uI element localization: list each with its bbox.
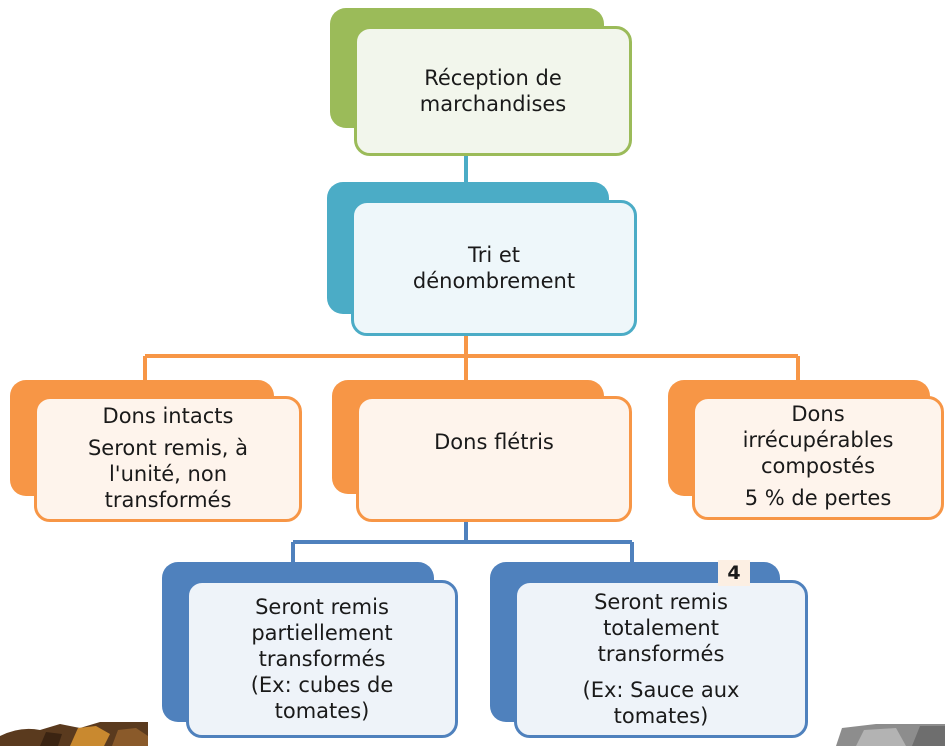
total-line-3: transformés bbox=[597, 642, 725, 666]
photo-fragment-left bbox=[0, 722, 148, 746]
total-line-2: totalement bbox=[603, 616, 719, 640]
total-line-1: Seront remis bbox=[594, 590, 728, 614]
fletris-title: Dons flétris bbox=[434, 430, 554, 454]
total-example-2: tomates) bbox=[613, 704, 709, 728]
irrecuperables-note: 5 % de pertes bbox=[744, 486, 892, 510]
tri-line-2: dénombrement bbox=[412, 269, 576, 293]
irrecuperables-line-3: compostés bbox=[760, 454, 876, 478]
intacts-line-1: Seront remis, à bbox=[87, 436, 249, 460]
partiel-line-1: Seront remis bbox=[255, 595, 389, 619]
tri-line-1: Tri et bbox=[467, 243, 521, 267]
reception-line-1: Réception de bbox=[424, 66, 562, 90]
intacts-line-2: l'unité, non bbox=[108, 462, 228, 486]
partiel-line-4: (Ex: cubes de bbox=[250, 673, 394, 697]
irrecuperables-line-1: Dons bbox=[791, 402, 845, 426]
partiel-line-3: transformés bbox=[258, 647, 386, 671]
partiel-line-5: tomates) bbox=[274, 699, 370, 723]
total-example-1: (Ex: Sauce aux bbox=[582, 678, 740, 702]
slide-number-badge: 4 bbox=[718, 560, 750, 586]
irrecuperables-line-2: irrécupérables bbox=[742, 428, 894, 452]
intacts-line-3: transformés bbox=[104, 488, 232, 512]
reception-line-2: marchandises bbox=[419, 92, 567, 116]
intacts-title: Dons intacts bbox=[102, 404, 234, 428]
photo-fragment-right bbox=[836, 724, 945, 746]
partiel-line-2: partiellement bbox=[251, 621, 393, 645]
